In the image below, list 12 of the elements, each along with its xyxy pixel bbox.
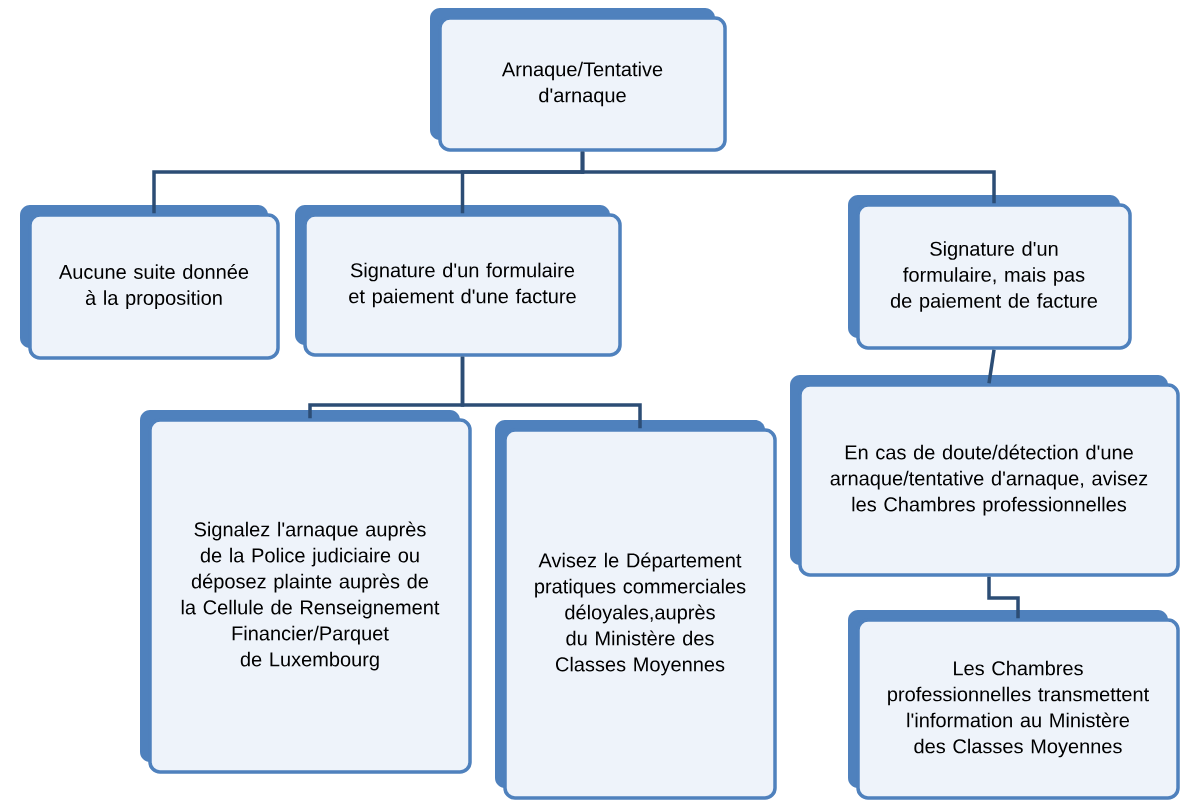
text-box: Aucune suite donnée à la proposition — [20, 205, 280, 360]
text-box: Avisez le Département pratiques commerciales déloyales,auprès du Ministère des Classes Moyennes — [495, 420, 777, 800]
text-box: Signature d'un formulaire et paiement d'une facture — [295, 205, 622, 357]
connector-line — [580, 151, 996, 204]
text-box: Les Chambres professionnelles transmettent l'information au Ministère des Classes Moyennes — [848, 610, 1180, 800]
text-box: Signalez l'arnaque auprès de la Police judiciaire ou déposez plainte auprès de la Cellule de Renseignement Financier/Parquet de Luxembourg — [140, 410, 472, 774]
connector-line — [987, 576, 1020, 619]
connector-line — [987, 349, 996, 384]
text-box: En cas de doute/détection d'une arnaque/tentative d'arnaque, avisez les Chambres professionnelles — [790, 375, 1180, 577]
text-box: Arnaque/Tentative d'arnaque — [430, 8, 727, 152]
text-box: Signature d'un formulaire, mais pas de paiement de facture — [848, 195, 1132, 350]
connector-line — [460, 356, 642, 429]
